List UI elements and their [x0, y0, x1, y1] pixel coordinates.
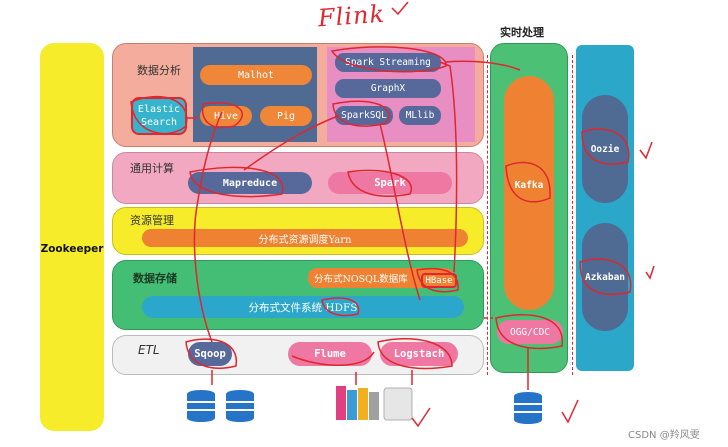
kafka-bar[interactable]: Kafka — [504, 76, 554, 310]
circle-azkaban — [579, 258, 632, 296]
circle-hive — [201, 102, 243, 129]
file-binder-icon — [336, 386, 379, 420]
arrow-storage-sparksql — [379, 123, 421, 301]
arrow-kafka-to-streaming — [445, 60, 521, 71]
ogg-cdc-pill[interactable]: OGG/CDC — [497, 320, 563, 344]
hdfs-bar[interactable]: 分布式文件系统 HDFS — [142, 296, 464, 318]
realtime-title: 实时处理 — [500, 26, 544, 39]
dashed-line-left — [487, 55, 488, 375]
arrow-sqoop-to-hive — [193, 111, 223, 343]
graphx-pill[interactable]: GraphX — [335, 79, 441, 98]
sqoop-pill[interactable]: Sqoop — [188, 342, 232, 366]
watermark: CSDN @羚风雯 — [628, 430, 700, 441]
circle-flume — [291, 351, 375, 366]
zookeeper-column: Zookeeper — [40, 43, 104, 431]
check-oozie — [639, 141, 653, 160]
check-folder — [411, 407, 431, 428]
circle-logstach — [377, 337, 453, 370]
mllib-pill[interactable]: MLlib — [399, 106, 441, 125]
circle-sparksql — [332, 100, 390, 127]
zookeeper-label: Zookeeper — [40, 243, 104, 255]
azkaban-pill[interactable]: Azkaban — [582, 223, 628, 331]
database-icon — [514, 392, 542, 424]
etl-title: ETL — [138, 343, 160, 357]
malhot-pill[interactable]: Malhot — [200, 65, 312, 85]
database-icon — [187, 390, 215, 422]
azkaban-label: Azkaban — [584, 271, 626, 283]
oozie-pill[interactable]: Oozie — [582, 95, 628, 203]
flume-pill[interactable]: Flume — [288, 342, 372, 366]
hbase-pill[interactable]: HBase — [421, 273, 457, 288]
analysis-title: 数据分析 — [137, 64, 181, 77]
circle-mapreduce — [189, 166, 284, 198]
sparksql-pill[interactable]: SparkSQL — [335, 106, 393, 125]
circle-spark-streaming — [330, 46, 447, 73]
dashed-line-right — [572, 55, 573, 375]
storage-title: 数据存储 — [133, 272, 177, 285]
database-icon — [226, 390, 254, 422]
circle-elastic — [130, 95, 188, 135]
pig-pill[interactable]: Pig — [260, 106, 312, 126]
circle-hdfs — [321, 297, 360, 317]
kafka-label: Kafka — [514, 180, 544, 191]
arrow-hbase-to-streaming — [439, 61, 458, 273]
nosql-label: 分布式NOSQL数据库 — [314, 274, 408, 285]
circle-spark — [347, 169, 413, 197]
check-top — [391, 1, 409, 16]
yarn-bar[interactable]: 分布式资源调度Yarn — [142, 229, 468, 247]
arrow-mapreduce-to-sparksql — [243, 115, 339, 171]
compute-title: 通用计算 — [130, 162, 174, 175]
elastic-search-box[interactable]: Elastic Search — [131, 97, 187, 135]
circle-hbase — [416, 267, 459, 293]
oozie-label: Oozie — [590, 143, 620, 155]
file-folder-icon — [383, 387, 413, 421]
resource-title: 资源管理 — [130, 214, 174, 227]
mapreduce-pill[interactable]: Mapreduce — [188, 172, 312, 194]
circle-ogg — [495, 314, 563, 350]
circle-oozie — [581, 128, 630, 165]
check-db — [561, 399, 579, 424]
elastic-search-label: Elastic Search — [137, 104, 181, 128]
circle-sqoop — [185, 338, 237, 369]
check-azkaban — [645, 265, 655, 280]
circle-kafka — [505, 161, 551, 203]
